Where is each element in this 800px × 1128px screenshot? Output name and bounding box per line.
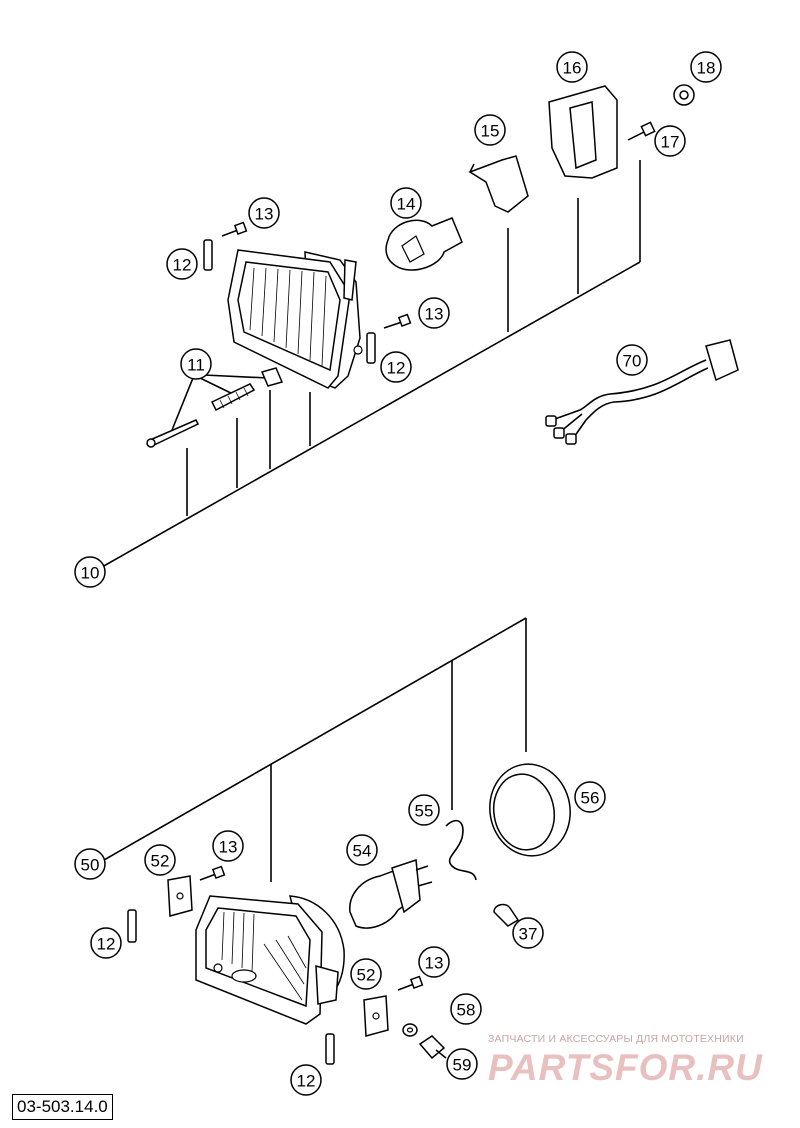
callout-number: 50 [81,856,100,875]
callout-number: 17 [661,133,680,152]
callout-lower-11: 59 [446,1048,478,1080]
callout-upper-7: 15 [474,114,506,146]
lower-leader-lines [103,617,527,882]
screw-part-17 [627,121,656,141]
callout-number: 13 [425,305,444,324]
callout-lower-2: 13 [212,830,244,862]
bracket-part-lower [363,995,389,1037]
lower-screw-lower [397,975,424,991]
bulb-part-37 [493,903,520,927]
socket-cover-part [548,85,618,179]
callout-upper-2: 12 [166,248,198,280]
bulb-part-54 [349,858,433,929]
bulb-part-14 [385,217,463,271]
callout-number: 52 [151,852,170,871]
callout-lower-7: 37 [512,917,544,949]
callout-upper-8: 16 [556,51,588,83]
callout-lower-10: 58 [450,993,482,1025]
upper-headlight-unit [227,249,363,389]
callout-number: 18 [697,59,716,78]
lower-assembly [103,617,571,1065]
callout-number: 52 [357,966,376,985]
callout-number: 11 [187,356,205,375]
callout-number: 14 [397,195,416,214]
watermark-tagline: ЗАПЧАСТИ И АКСЕССУАРЫ ДЛЯ МОТОТЕХНИКИ [488,1033,744,1045]
upper-leader-lines [101,160,641,568]
callout-number: 10 [81,564,100,583]
upper-screw-left [221,221,248,237]
callout-upper-5: 12 [380,351,412,383]
callout-lower-6: 56 [574,781,606,813]
callout-number: 70 [623,352,642,371]
callout-labels: 10 11 12 13 13 12 14 15 16 17 18 70 50 52 13 12 54 55 56 37… [74,51,722,1096]
bolt-part [418,1035,447,1060]
diagram-code-label: 03-503.14.0 [12,1094,113,1120]
watermark: ЗАПЧАСТИ И АКСЕССУАРЫ ДЛЯ МОТОТЕХНИКИ PA… [488,1033,788,1089]
callout-number: 56 [581,789,600,808]
washer-part [402,1023,418,1037]
bracket-part-upper [167,875,193,917]
upper-screw-right [383,313,412,329]
wiring-harness-part [545,339,739,445]
callout-number: 55 [415,802,434,821]
callout-number: 12 [97,935,116,954]
upper-assembly [101,84,739,568]
callout-number: 13 [255,205,274,224]
callout-lower-8: 52 [350,958,382,990]
callout-number: 37 [519,925,538,944]
spring-clip-part [445,819,477,881]
callout-upper-10: 18 [690,51,722,83]
callout-number: 13 [219,838,238,857]
callout-upper-11: 70 [616,344,648,376]
callout-number: 59 [453,1056,472,1075]
callout-number: 15 [481,122,500,141]
grommet-part [673,84,695,106]
lower-clip-left [127,909,137,943]
lower-headlight-unit [195,895,345,1025]
callout-upper-3: 13 [248,197,280,229]
callout-number: 12 [297,1072,316,1091]
callout-number: 16 [563,59,582,78]
callout-number: 13 [425,954,444,973]
rim-ring-part [489,763,571,857]
callout-lower-5: 55 [408,794,440,826]
lower-lens-hatching [221,911,307,1001]
upper-lens-hatching [249,267,327,367]
callout-upper-6: 14 [390,187,422,219]
callout-upper-9: 17 [654,125,686,157]
watermark-brand-logo: PARTSFOR.RU [488,1047,763,1088]
lower-screw-upper [199,865,226,881]
bulb-holder-part [468,155,529,213]
spring-part [210,383,256,412]
callout-lower-3: 12 [90,927,122,959]
callout-upper-4: 13 [418,297,450,329]
adjusting-screw-part [146,419,200,448]
callout-upper-1: 11 [180,348,212,380]
callout-number: 12 [173,256,192,275]
upper-clip-right [366,332,376,364]
nut-part [260,367,284,387]
lower-clip-bottom [325,1033,335,1065]
callout-lower-0: 50 [74,848,106,880]
callout-lower-4: 54 [346,834,378,866]
callout-number: 58 [457,1001,476,1020]
callout-upper-0: 10 [74,556,106,588]
callout-lower-1: 52 [144,844,176,876]
upper-clip-left [203,239,213,271]
callout-lower-12: 12 [290,1064,322,1096]
callout-number: 12 [387,359,406,378]
callout-lower-9: 13 [418,946,450,978]
callout-number: 54 [353,842,372,861]
